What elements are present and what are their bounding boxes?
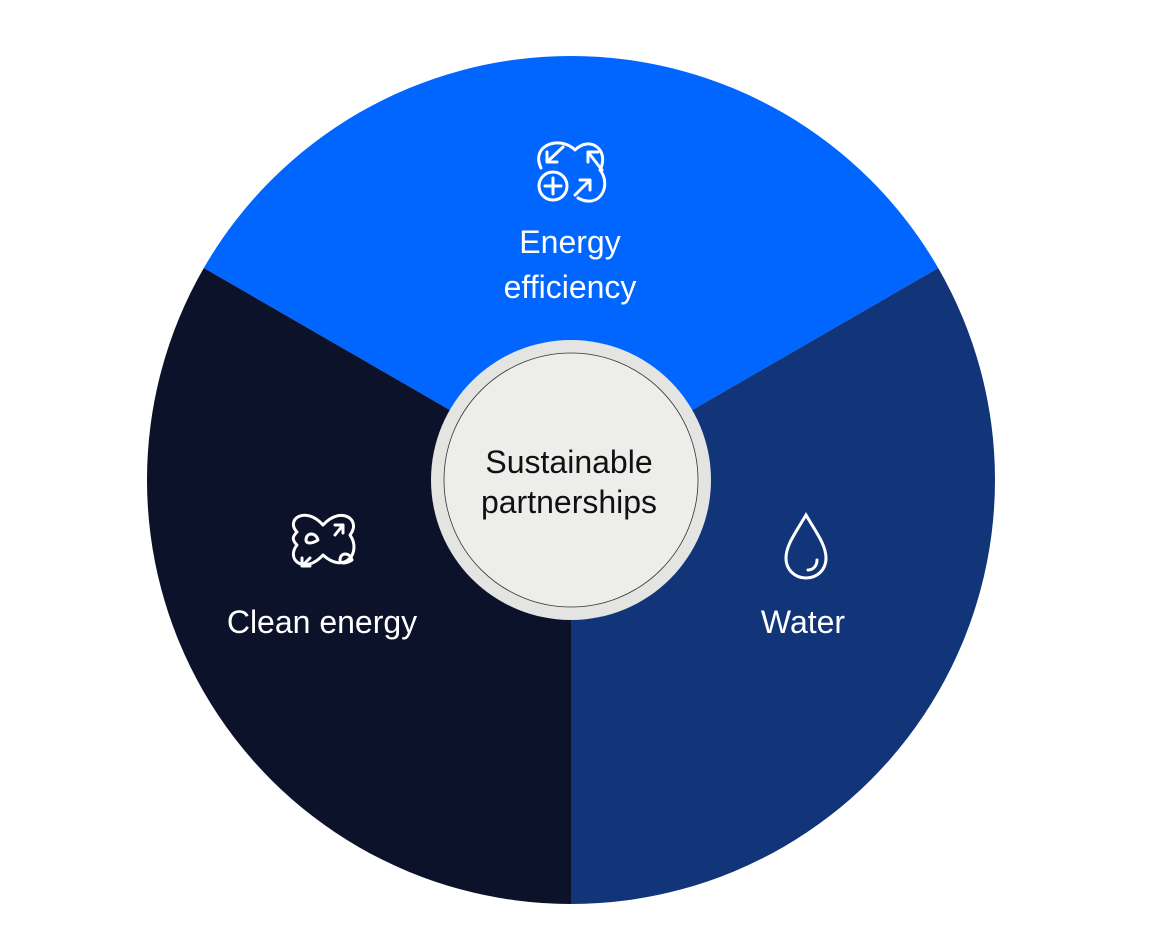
water-drop-icon (784, 512, 828, 580)
clean-energy-label: Clean energy (227, 604, 417, 640)
center-title-line2: partnerships (481, 484, 657, 520)
energy-efficiency-label-line1: Energy (519, 224, 620, 260)
clean-energy-icon (291, 513, 356, 568)
energy-efficiency-label-line2: efficiency (504, 269, 637, 305)
energy-efficiency-icon (537, 141, 607, 203)
segment-energy-efficiency[interactable] (203, 55, 939, 480)
center-hub-inner (443, 352, 699, 608)
center-title-line1: Sustainable (485, 444, 652, 480)
water-label: Water (761, 604, 846, 640)
